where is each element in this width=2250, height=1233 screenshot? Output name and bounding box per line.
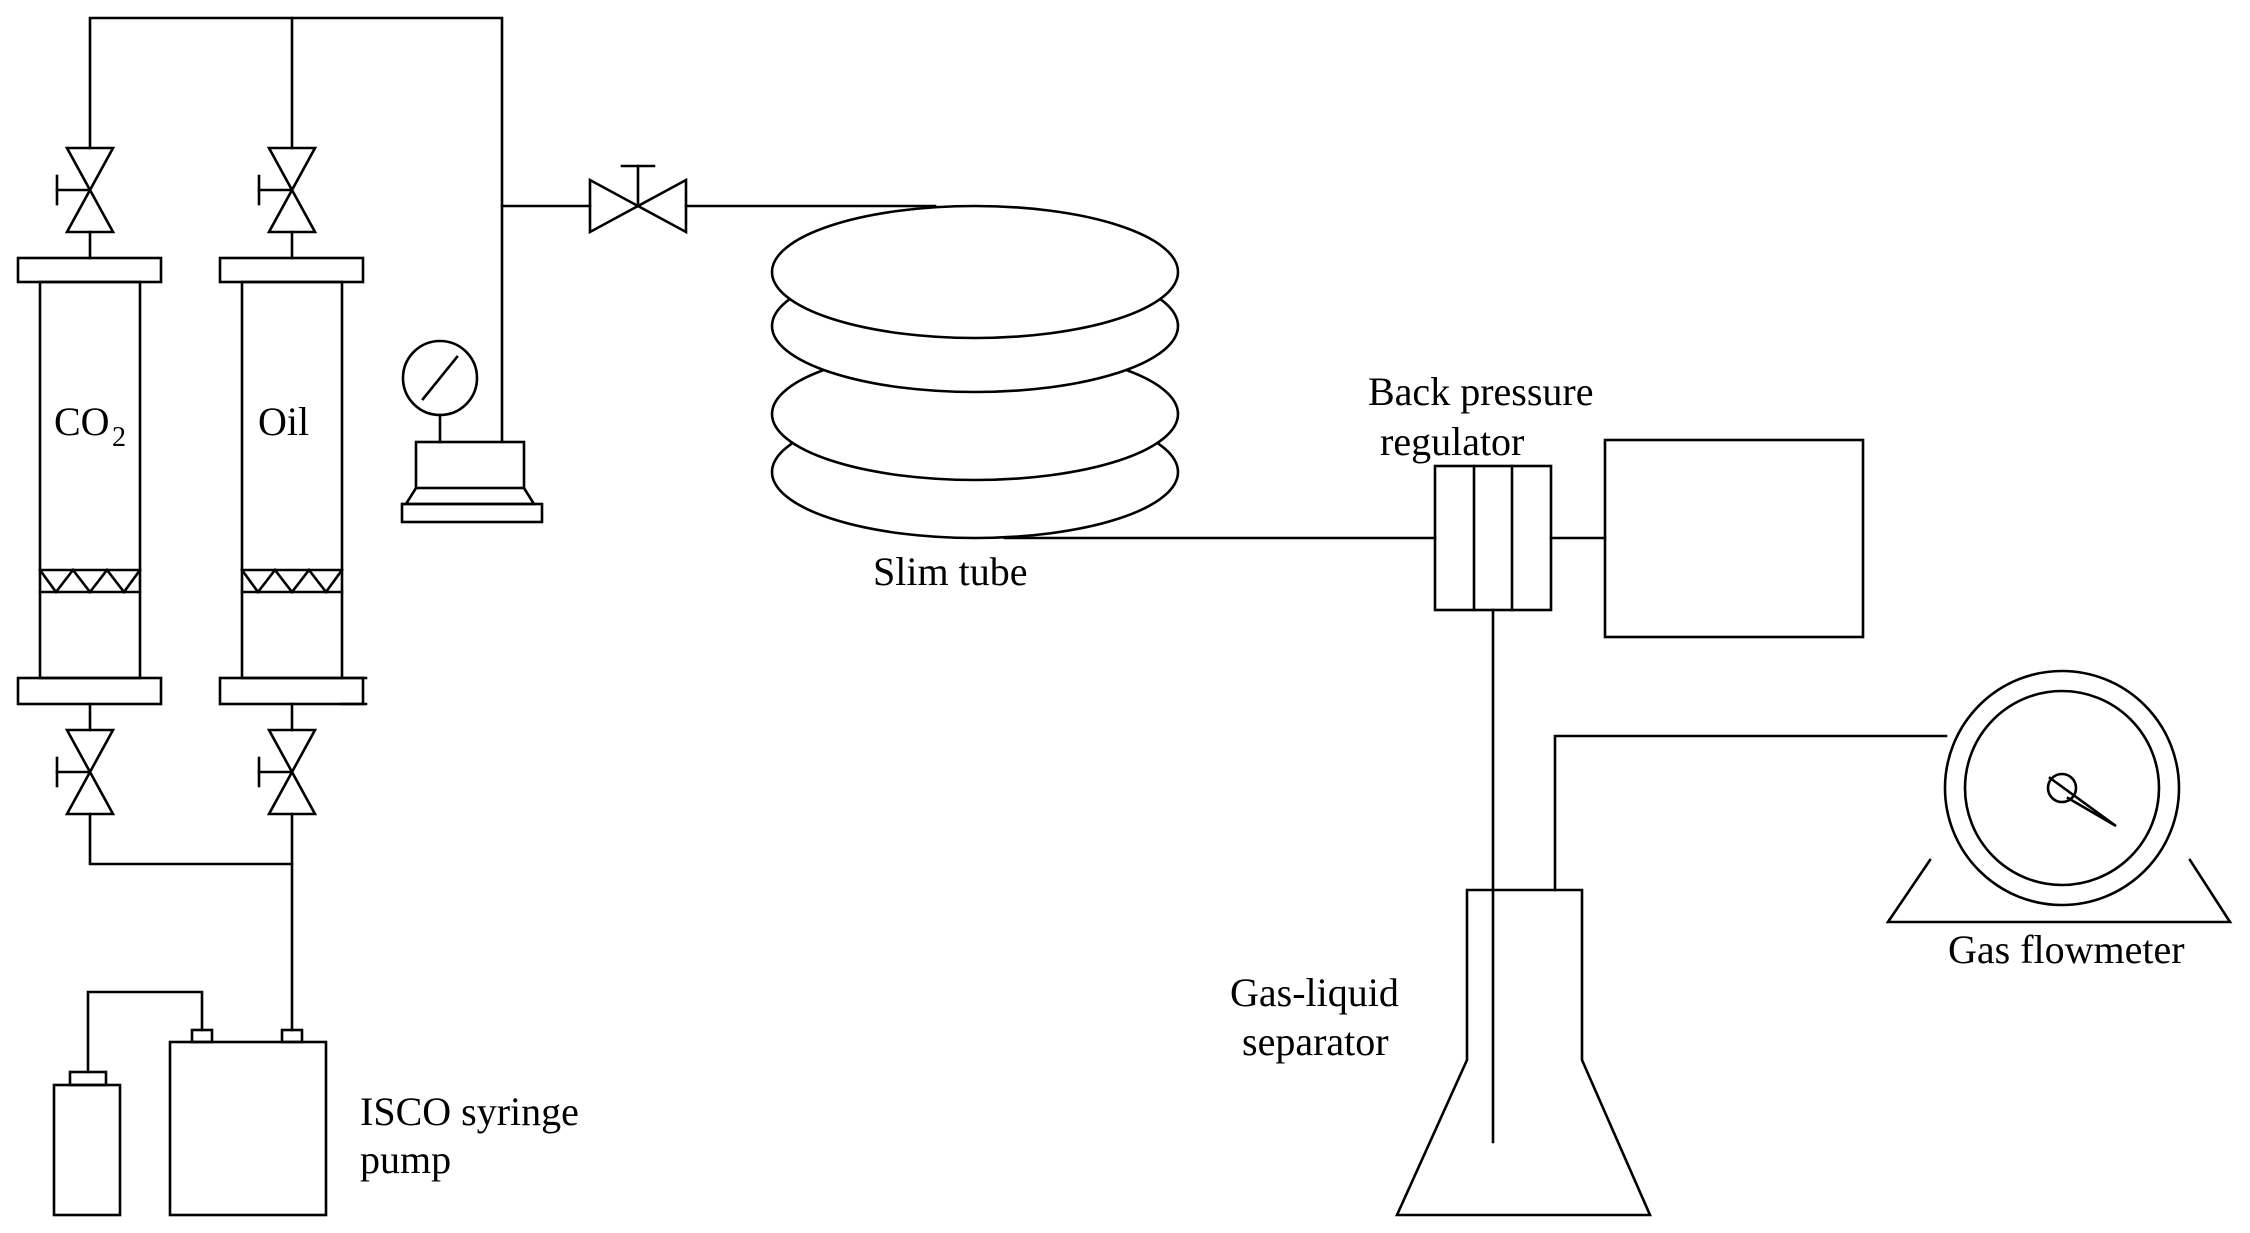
back-pressure-regulator: [1433, 464, 1607, 612]
isco-label-line1: ISCO syringe: [360, 1089, 579, 1134]
bpr-label-line2: regulator: [1380, 419, 1524, 464]
reservoir-bottle: [52, 1070, 122, 1217]
co2-label-text: CO: [54, 399, 110, 444]
isco-syringe-pump: [168, 1028, 328, 1217]
bpr-label-line1: Back pressure: [1368, 369, 1593, 414]
inlet-valve-icon[interactable]: [588, 164, 688, 235]
separator-label-line1: Gas-liquid: [1230, 970, 1399, 1015]
bpr-controller-box: [1603, 438, 1865, 639]
bottom-piping: [86, 812, 294, 1074]
co2-label: CO 2: [54, 399, 126, 453]
slim-tube-coil: [770, 204, 1437, 540]
pressure-gauge-icon: [400, 339, 544, 524]
gas-liquid-separator: [1394, 608, 1948, 1217]
separator-label-line2: separator: [1242, 1019, 1389, 1064]
oil-label: Oil: [258, 399, 309, 444]
co2-cylinder: [16, 256, 163, 706]
isco-label-line2: pump: [360, 1137, 451, 1182]
co2-bottom-valve-icon[interactable]: [55, 702, 116, 816]
slim-tube-label: Slim tube: [873, 549, 1027, 594]
top-piping: [88, 16, 937, 444]
gas-flowmeter-icon: [1885, 669, 2233, 924]
oil-cylinder: [218, 256, 368, 706]
co2-label-subscript: 2: [112, 422, 126, 453]
gas-flowmeter-label: Gas flowmeter: [1948, 927, 2185, 972]
oil-top-valve-icon[interactable]: [257, 146, 318, 260]
co2-top-valve-icon[interactable]: [55, 146, 116, 260]
oil-bottom-valve-icon[interactable]: [257, 702, 318, 816]
